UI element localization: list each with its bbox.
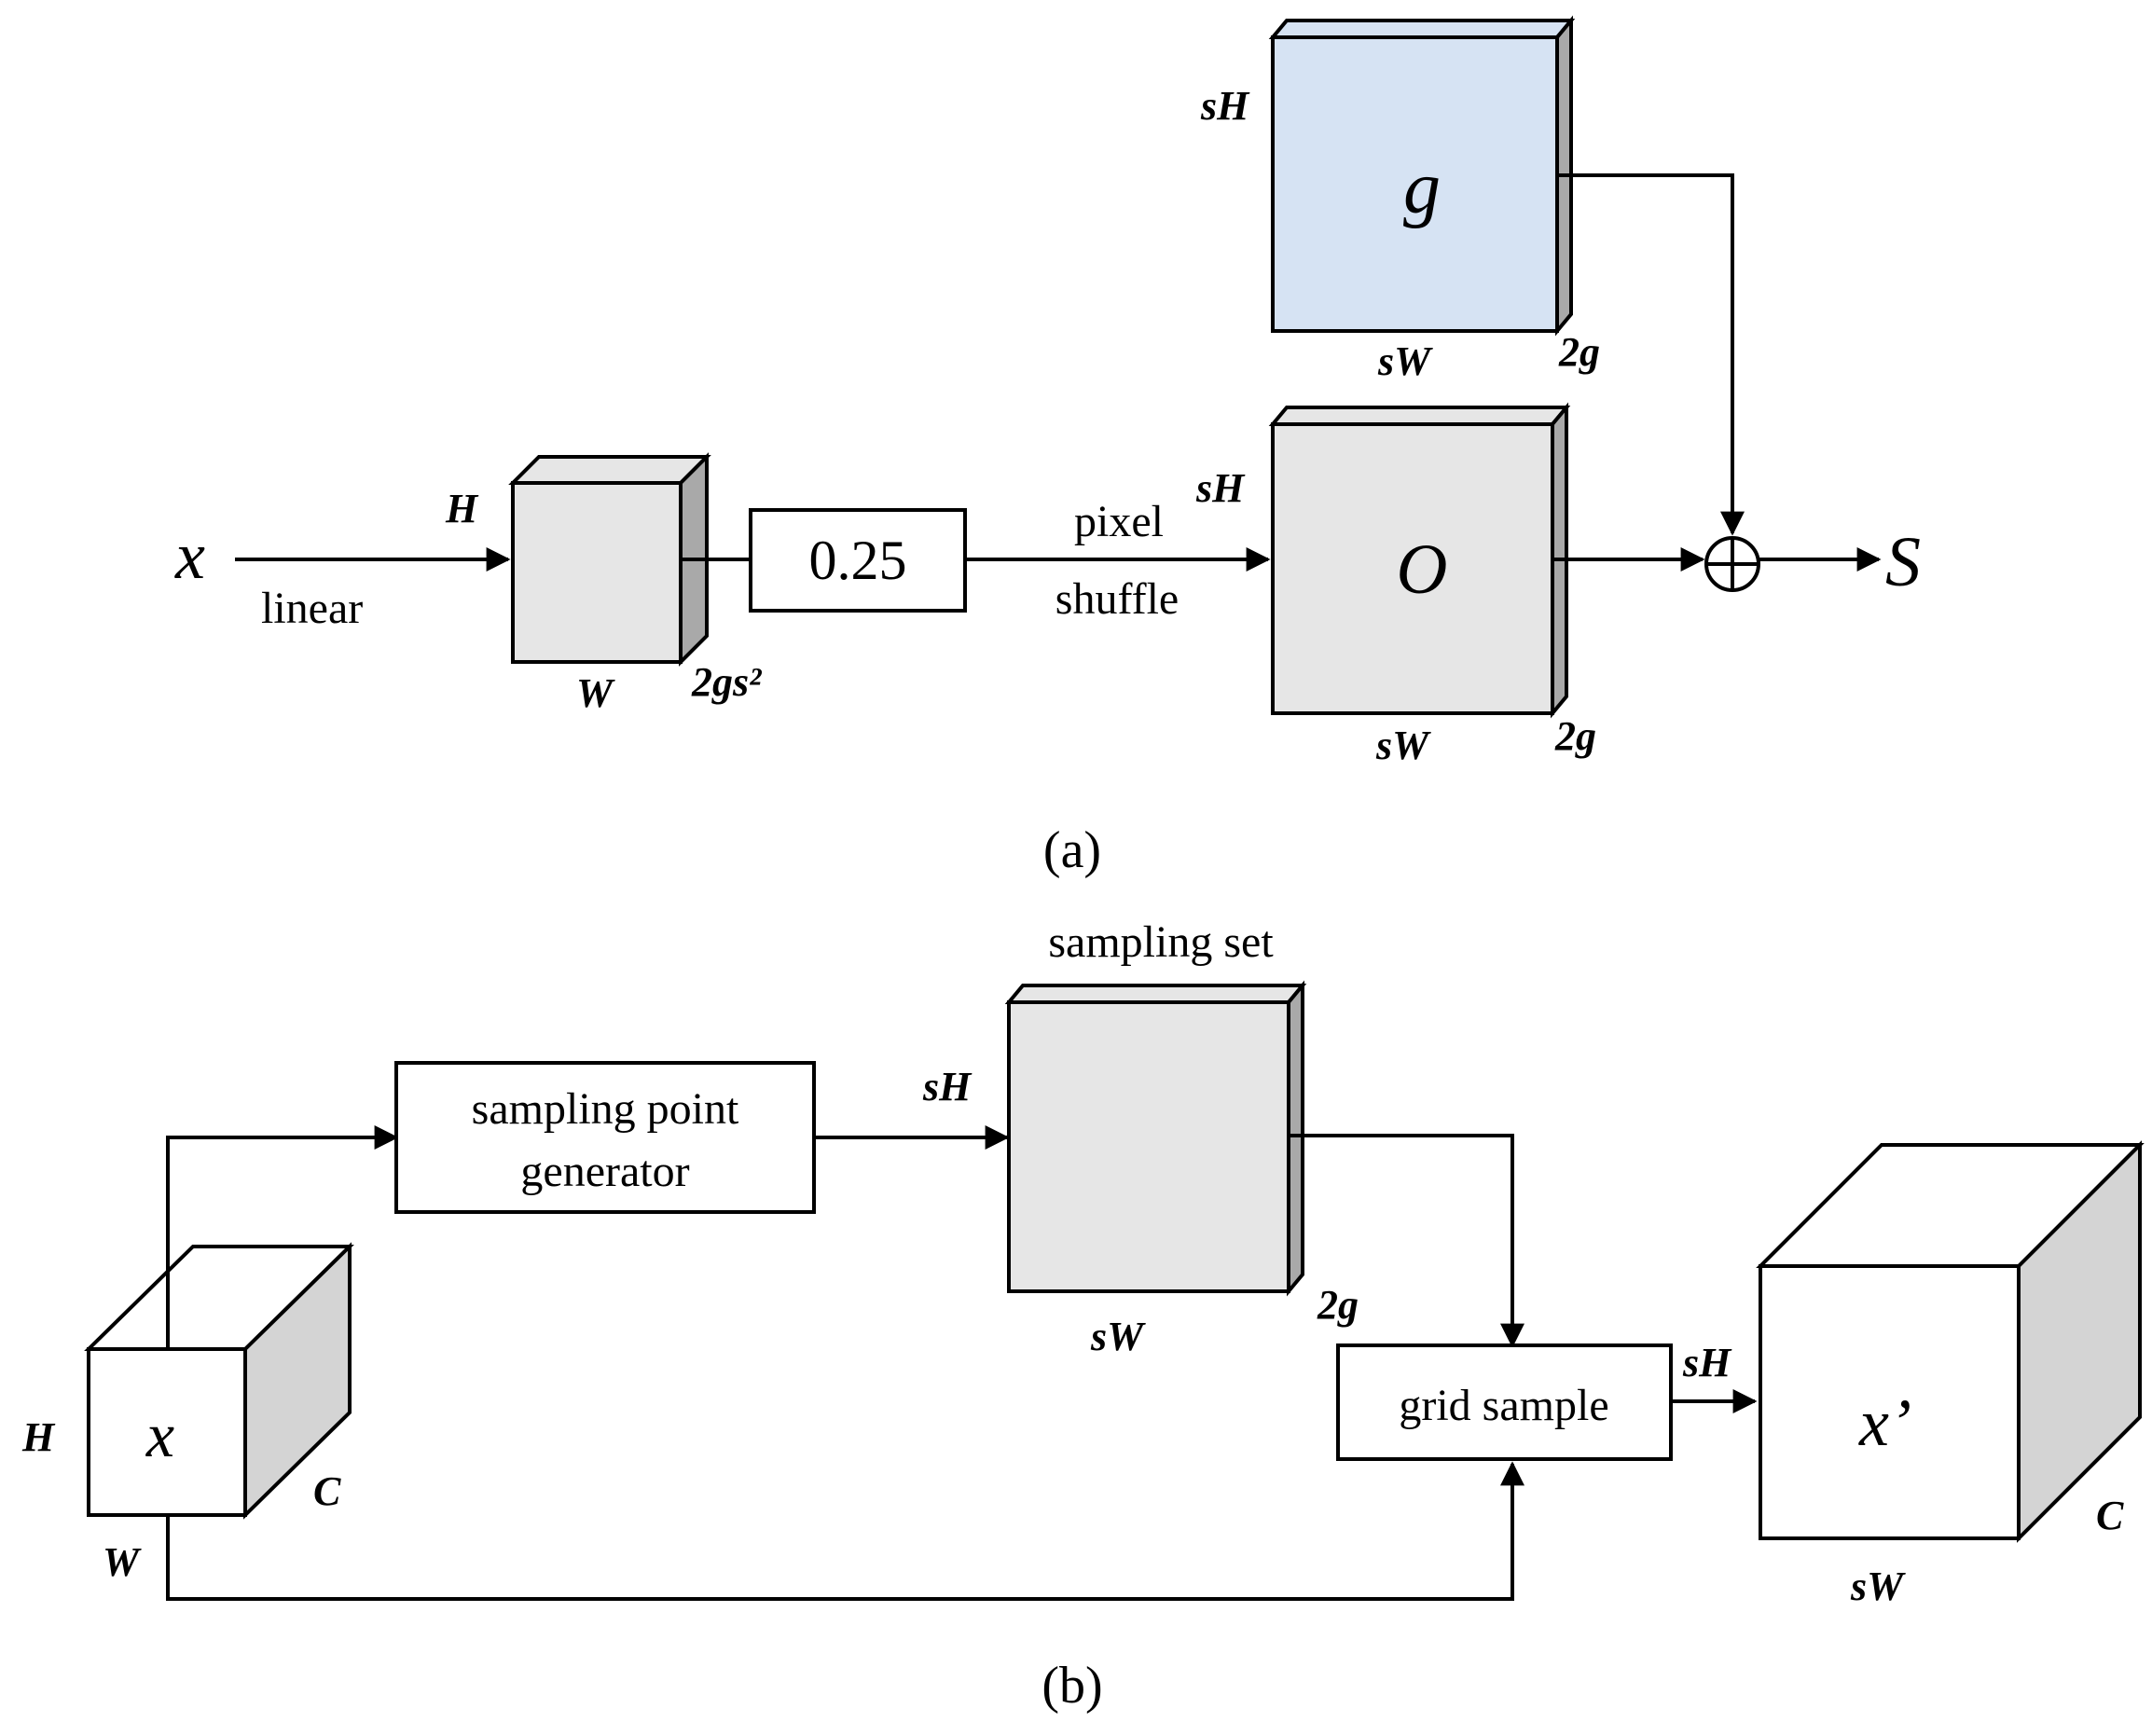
grid-sample-box: [1336, 1343, 1673, 1461]
sampling-set-depth-label: 2g: [1317, 1282, 1359, 1328]
input-to-generator-arrow: [166, 1125, 399, 1349]
o-block-depth-label: 2g: [1554, 713, 1596, 759]
sampling-set-to-grid-sample-arrow: [1289, 1134, 1524, 1348]
sampling-set-title: sampling set: [1048, 917, 1274, 967]
g-block-depth-label: 2g: [1558, 329, 1600, 375]
generator-label-line1: sampling point: [472, 1084, 739, 1134]
input-cube-depth-label: C: [313, 1468, 341, 1514]
o-block-width-label: sW: [1375, 723, 1431, 768]
output-cube-depth-label: C: [2096, 1493, 2124, 1538]
sampling-set-width-label: sW: [1090, 1314, 1146, 1359]
output-cube-label: x’: [1858, 1385, 1911, 1460]
input-to-grid-sample-arrow: [166, 1461, 1524, 1601]
input-cube-width-label: W: [103, 1539, 142, 1585]
output-cube-width-label: sW: [1850, 1564, 1906, 1609]
grid-sample-label: grid sample: [1399, 1381, 1608, 1430]
o-block-label: O: [1397, 530, 1448, 609]
scale-box-label: 0.25: [809, 530, 907, 591]
generator-label-line2: generator: [520, 1147, 689, 1196]
o-feature-block: [1268, 402, 1571, 719]
sampling-set-block: [1004, 980, 1307, 1297]
g-block-width-label: sW: [1377, 338, 1433, 384]
input-cube-height-label: H: [21, 1414, 56, 1460]
diagram-b: x H W C sampling point generator samplin…: [21, 917, 2145, 1715]
diagram-a: x linear H W 2gs² 0.25 pixel shuffle g s…: [174, 15, 1921, 879]
g-block-label: g: [1403, 147, 1441, 229]
g-feature-block: [1268, 15, 1576, 337]
grid-output-height-label: sH: [1682, 1340, 1732, 1385]
o-block-height-label: sH: [1195, 465, 1246, 511]
input-x-label: x: [174, 518, 205, 593]
sampling-set-height-label: sH: [922, 1064, 973, 1109]
pixel-label: pixel: [1074, 497, 1164, 546]
input-cube: [84, 1242, 354, 1520]
caption-a: (a): [1043, 821, 1101, 879]
linear-label: linear: [261, 584, 363, 633]
sum-symbol: [1704, 536, 1760, 592]
g-block-height-label: sH: [1200, 83, 1250, 129]
g-to-sum-arrow: [1557, 173, 1745, 536]
scale-box: [749, 508, 967, 613]
input-cube-label: x: [145, 1399, 174, 1470]
small-block-height-label: H: [445, 486, 479, 531]
caption-b: (b): [1042, 1657, 1102, 1715]
output-s-label: S: [1885, 523, 1921, 601]
sampling-point-generator-box: [394, 1061, 816, 1214]
shuffle-label: shuffle: [1055, 574, 1179, 624]
small-feature-block: [508, 452, 711, 667]
output-cube: [1756, 1140, 2145, 1543]
small-block-width-label: W: [576, 670, 615, 716]
small-block-depth-label: 2gs²: [691, 659, 762, 705]
